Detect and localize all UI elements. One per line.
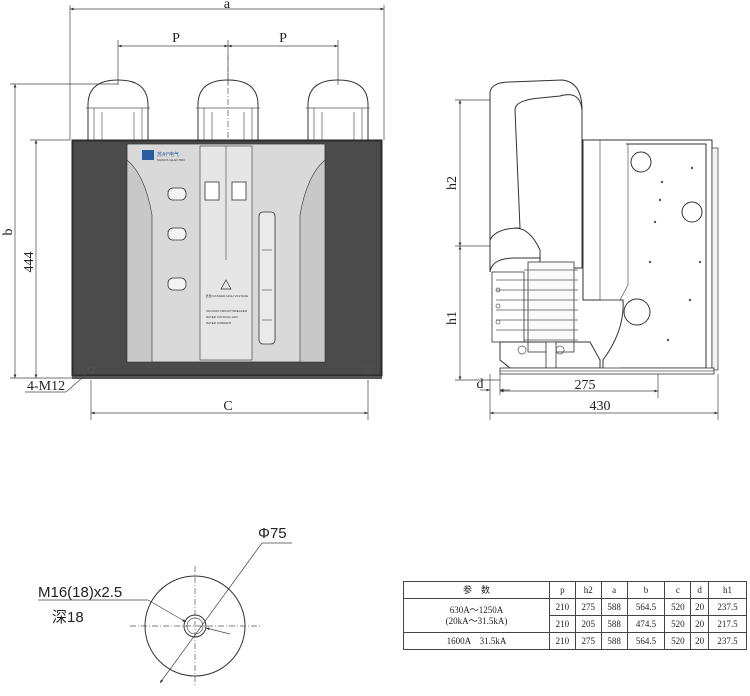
table-cell: 474.5 (626, 615, 666, 633)
dim-430-label: 430 (590, 399, 611, 414)
dimension-h1: h1 (445, 246, 500, 381)
mount-label: 4-M12 (27, 379, 65, 394)
header-a: a (600, 581, 628, 599)
dim-a-label: a (224, 0, 231, 12)
table-cell: 20 (690, 632, 710, 650)
table-row: 630A～1250A (20kA～31.5kA) 210 275 588 564… (403, 598, 747, 633)
header-h1: h1 (708, 581, 747, 599)
depth-label: 深18 (52, 609, 84, 626)
table-cell: 210 (549, 615, 576, 633)
mount-hole-right (364, 366, 372, 374)
table-cell: 520 (664, 598, 692, 616)
brand-text: 苏州*电气 (157, 151, 179, 158)
indicator-window-right (231, 181, 247, 201)
table-cell: 210 (549, 598, 576, 616)
dimension-a: a (69, 0, 385, 140)
spec-table: 参 数 p h2 a b c d h1 630A～1250A (20kA～31.… (403, 581, 747, 650)
table-cell: 210 (549, 632, 576, 650)
brand-sub: SUZHOU ELECTRIC (157, 158, 186, 162)
table-cell: 588 (600, 615, 628, 633)
dimension-b: b (1, 83, 118, 378)
thread-label: M16(18)x2.5 (38, 584, 122, 601)
group1-label-line1: 630A～1250A (449, 604, 504, 615)
brand-logo-icon (142, 150, 154, 160)
mechanism-box (582, 139, 719, 373)
warning-icon (220, 279, 232, 290)
table-cell: 275 (574, 632, 602, 650)
insulator-ribs (524, 261, 578, 353)
side-view: h2 h1 (445, 79, 719, 420)
table-row: 1600A 31.5kA 210 275 588 564.5 520 20 23… (403, 632, 747, 650)
table-cell: 237.5 (708, 632, 747, 650)
dim-h1-label: h1 (445, 311, 460, 325)
open-button (167, 227, 187, 241)
manual-button (167, 277, 187, 291)
dimension-430: 430 (490, 374, 719, 420)
front-view: a P P b 444 (1, 0, 385, 420)
table-cell: 588 (600, 598, 628, 616)
header-param: 参 数 (403, 581, 550, 599)
contact-fingers (491, 271, 525, 343)
table-cell: 520 (664, 632, 692, 650)
header-p: p (549, 581, 576, 599)
bushing-left (86, 79, 150, 140)
table-cell: 237.5 (708, 598, 747, 616)
table-cell: 20 (690, 615, 710, 633)
dimension-c: C (90, 380, 369, 420)
nameplate-line-1: VACUUM CIRCUIT BREAKER (206, 309, 248, 313)
close-button (167, 187, 187, 201)
terminal-view: Φ75 M16(18)x2.5 深18 (38, 525, 292, 686)
dim-p-left-label: P (172, 31, 180, 46)
dimension-444: 444 (22, 139, 70, 378)
table-cell: 217.5 (708, 615, 747, 633)
dimension-275: 275 (500, 374, 659, 398)
mount-hole-left (87, 366, 95, 374)
table-cell: 20 (690, 598, 710, 616)
nameplate-line-2: RATED VOLTAGE 12kV (206, 315, 238, 319)
header-c: c (664, 581, 692, 599)
breaker-body: 苏州*电气 SUZHOU ELECTRIC 危险 DANGER HIGH VOL… (71, 139, 383, 379)
header-d: d (690, 581, 710, 599)
table-cell: 275 (574, 598, 602, 616)
table-cell: 588 (600, 632, 628, 650)
diameter-label: Φ75 (258, 525, 287, 542)
handle-slot (258, 211, 276, 345)
nameplate-line-3: RATED CURRENT (206, 321, 232, 325)
dim-444-label: 444 (22, 252, 37, 273)
header-h2: h2 (574, 581, 602, 599)
group1-label: 630A～1250A (20kA～31.5kA) (403, 598, 550, 633)
table-cell: 520 (664, 615, 692, 633)
table-cell: 564.5 (626, 598, 666, 616)
dim-275-label: 275 (575, 378, 596, 393)
table-header-row: 参 数 p h2 a b c d h1 (403, 581, 747, 599)
dim-d-label: d (477, 377, 484, 392)
dim-b-label: b (1, 229, 16, 236)
table-cell: 205 (574, 615, 602, 633)
dim-c-label: C (223, 399, 232, 414)
dim-h2-label: h2 (445, 176, 460, 190)
warning-text: 危险 DANGER HIGH VOLTAGE (206, 293, 249, 298)
dim-p-right-label: P (279, 31, 287, 46)
bushing-right (306, 79, 370, 140)
group2-label: 1600A 31.5kA (403, 632, 550, 650)
group1-label-line2: (20kA～31.5kA) (445, 615, 508, 626)
header-b: b (626, 581, 666, 599)
indicator-window-left (204, 181, 220, 201)
table-cell: 564.5 (626, 632, 666, 650)
dimension-h2: h2 (445, 99, 490, 247)
